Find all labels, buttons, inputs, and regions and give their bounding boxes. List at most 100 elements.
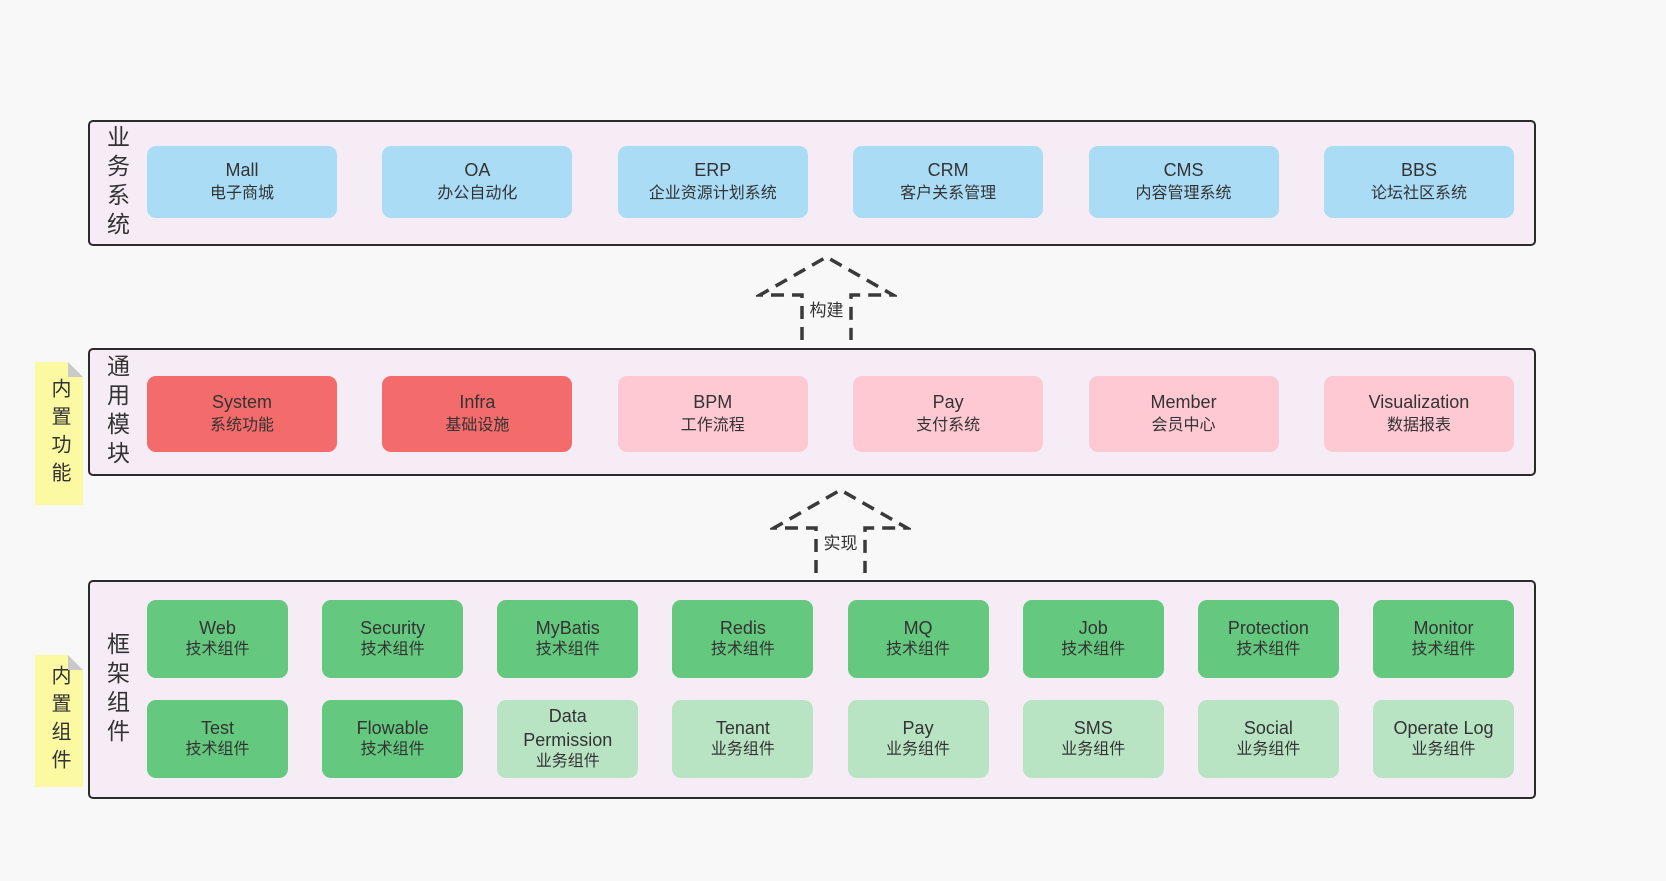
box-data-permission: Data Permission 业务组件 xyxy=(497,700,639,778)
box-title: Redis xyxy=(719,617,766,638)
section-label-modules: 通用模块 xyxy=(98,352,134,472)
box-title: Data Permission xyxy=(523,706,613,750)
box-cms: CMS 内容管理系统 xyxy=(1088,146,1279,218)
business-box-row: Mall 电子商城 OA 办公自动化 ERP 企业资源计划系统 CRM 客户关系… xyxy=(147,146,1514,218)
section-label-text: 业务系统 xyxy=(103,125,130,241)
box-subtitle: 数据报表 xyxy=(1386,417,1451,435)
box-subtitle: 技术组件 xyxy=(360,641,425,659)
box-bpm: BPM 工作流程 xyxy=(617,376,808,452)
note-built-in-features: 内置功能 xyxy=(35,362,83,505)
box-mq: MQ 技术组件 xyxy=(847,600,989,678)
box-title: Infra xyxy=(459,392,496,413)
box-title: Flowable xyxy=(356,717,429,738)
box-subtitle: 技术组件 xyxy=(1411,641,1476,659)
arrow-up-icon xyxy=(756,254,897,340)
section-label-text: 框架组件 xyxy=(103,631,130,748)
box-job: Job 技术组件 xyxy=(1022,600,1164,678)
box-title: MyBatis xyxy=(535,617,600,638)
framework-box-row-1: Web 技术组件 Security 技术组件 MyBatis 技术组件 Redi… xyxy=(147,600,1514,678)
box-tenant: Tenant 业务组件 xyxy=(672,700,814,778)
box-title: Monitor xyxy=(1413,617,1474,638)
box-subtitle: 技术组件 xyxy=(1236,641,1301,659)
box-subtitle: 会员中心 xyxy=(1151,417,1216,435)
arrow-build-label: 构建 xyxy=(756,296,897,321)
box-subtitle: 业务组件 xyxy=(1411,741,1476,759)
box-subtitle: 业务组件 xyxy=(1061,741,1126,759)
box-title: ERP xyxy=(694,160,732,181)
box-subtitle: 技术组件 xyxy=(185,641,250,659)
box-flowable: Flowable 技术组件 xyxy=(322,700,464,778)
arrow-label-text: 实现 xyxy=(820,534,861,553)
arrow-implement-label: 实现 xyxy=(770,529,911,554)
box-operate-log: Operate Log 业务组件 xyxy=(1372,700,1514,778)
box-subtitle: 技术组件 xyxy=(185,741,250,759)
framework-box-row-2: Test 技术组件 Flowable 技术组件 Data Permission … xyxy=(147,700,1514,778)
box-title: Job xyxy=(1078,617,1108,638)
box-member: Member 会员中心 xyxy=(1088,376,1279,452)
box-monitor: Monitor 技术组件 xyxy=(1372,600,1514,678)
box-title: Test xyxy=(200,717,234,738)
modules-box-row: System 系统功能 Infra 基础设施 BPM 工作流程 Pay 支付系统… xyxy=(147,376,1514,452)
box-subtitle: 基础设施 xyxy=(445,417,510,435)
box-subtitle: 技术组件 xyxy=(886,641,951,659)
box-social: Social 业务组件 xyxy=(1197,700,1339,778)
box-subtitle: 技术组件 xyxy=(360,741,425,759)
arrow-up-icon xyxy=(770,487,911,573)
box-title: BPM xyxy=(693,392,733,413)
box-web: Web 技术组件 xyxy=(147,600,288,678)
box-title: Visualization xyxy=(1368,392,1470,413)
box-subtitle: 电子商城 xyxy=(209,185,274,203)
box-title: Mall xyxy=(225,160,259,181)
arrow-build: 构建 xyxy=(756,254,897,342)
box-subtitle: 技术组件 xyxy=(710,641,775,659)
box-subtitle: 业务组件 xyxy=(1236,741,1301,759)
box-subtitle: 业务组件 xyxy=(710,741,775,759)
section-business-systems: 业务系统 Mall 电子商城 OA 办公自动化 ERP 企业资源计划系统 CRM… xyxy=(88,120,1536,246)
box-title: CRM xyxy=(927,160,969,181)
box-title: BBS xyxy=(1400,160,1437,181)
box-title: CMS xyxy=(1163,160,1204,181)
box-title: SMS xyxy=(1073,717,1113,738)
box-subtitle: 技术组件 xyxy=(1061,641,1126,659)
box-title: OA xyxy=(464,160,491,181)
box-title: Member xyxy=(1150,392,1217,413)
box-system: System 系统功能 xyxy=(147,376,337,452)
box-title: Operate Log xyxy=(1393,717,1494,738)
box-oa: OA 办公自动化 xyxy=(382,146,573,218)
box-title: Pay xyxy=(902,717,934,738)
box-erp: ERP 企业资源计划系统 xyxy=(617,146,808,218)
box-subtitle: 客户关系管理 xyxy=(900,185,997,203)
box-crm: CRM 客户关系管理 xyxy=(853,146,1044,218)
box-subtitle: 业务组件 xyxy=(535,752,600,770)
box-visualization: Visualization 数据报表 xyxy=(1323,376,1514,452)
box-sms: SMS 业务组件 xyxy=(1022,700,1164,778)
box-title: Security xyxy=(360,617,426,638)
box-mybatis: MyBatis 技术组件 xyxy=(497,600,639,678)
box-title: MQ xyxy=(903,617,933,638)
box-pay-module: Pay 支付系统 xyxy=(853,376,1044,452)
section-framework-components: 框架组件 Web 技术组件 Security 技术组件 MyBatis 技术组件… xyxy=(88,580,1536,799)
section-label-business: 业务系统 xyxy=(98,124,134,242)
box-title: Web xyxy=(199,617,236,638)
section-label-text: 通用模块 xyxy=(103,354,130,470)
box-subtitle: 技术组件 xyxy=(535,641,600,659)
box-title: Protection xyxy=(1227,617,1309,638)
box-subtitle: 系统功能 xyxy=(209,417,274,435)
box-subtitle: 内容管理系统 xyxy=(1135,185,1232,203)
section-label-framework: 框架组件 xyxy=(98,584,134,795)
box-test: Test 技术组件 xyxy=(147,700,288,778)
box-title: Tenant xyxy=(715,717,770,738)
box-subtitle: 支付系统 xyxy=(916,417,981,435)
box-subtitle: 办公自动化 xyxy=(437,185,518,203)
box-infra: Infra 基础设施 xyxy=(382,376,573,452)
box-pay-business: Pay 业务组件 xyxy=(847,700,989,778)
box-bbs: BBS 论坛社区系统 xyxy=(1323,146,1514,218)
box-subtitle: 论坛社区系统 xyxy=(1370,185,1467,203)
note-text: 内置功能 xyxy=(48,377,70,490)
box-security: Security 技术组件 xyxy=(322,600,464,678)
note-text: 内置组件 xyxy=(48,665,70,777)
note-built-in-components: 内置组件 xyxy=(35,655,83,787)
arrow-label-text: 构建 xyxy=(806,301,847,320)
box-title: Pay xyxy=(932,392,964,413)
